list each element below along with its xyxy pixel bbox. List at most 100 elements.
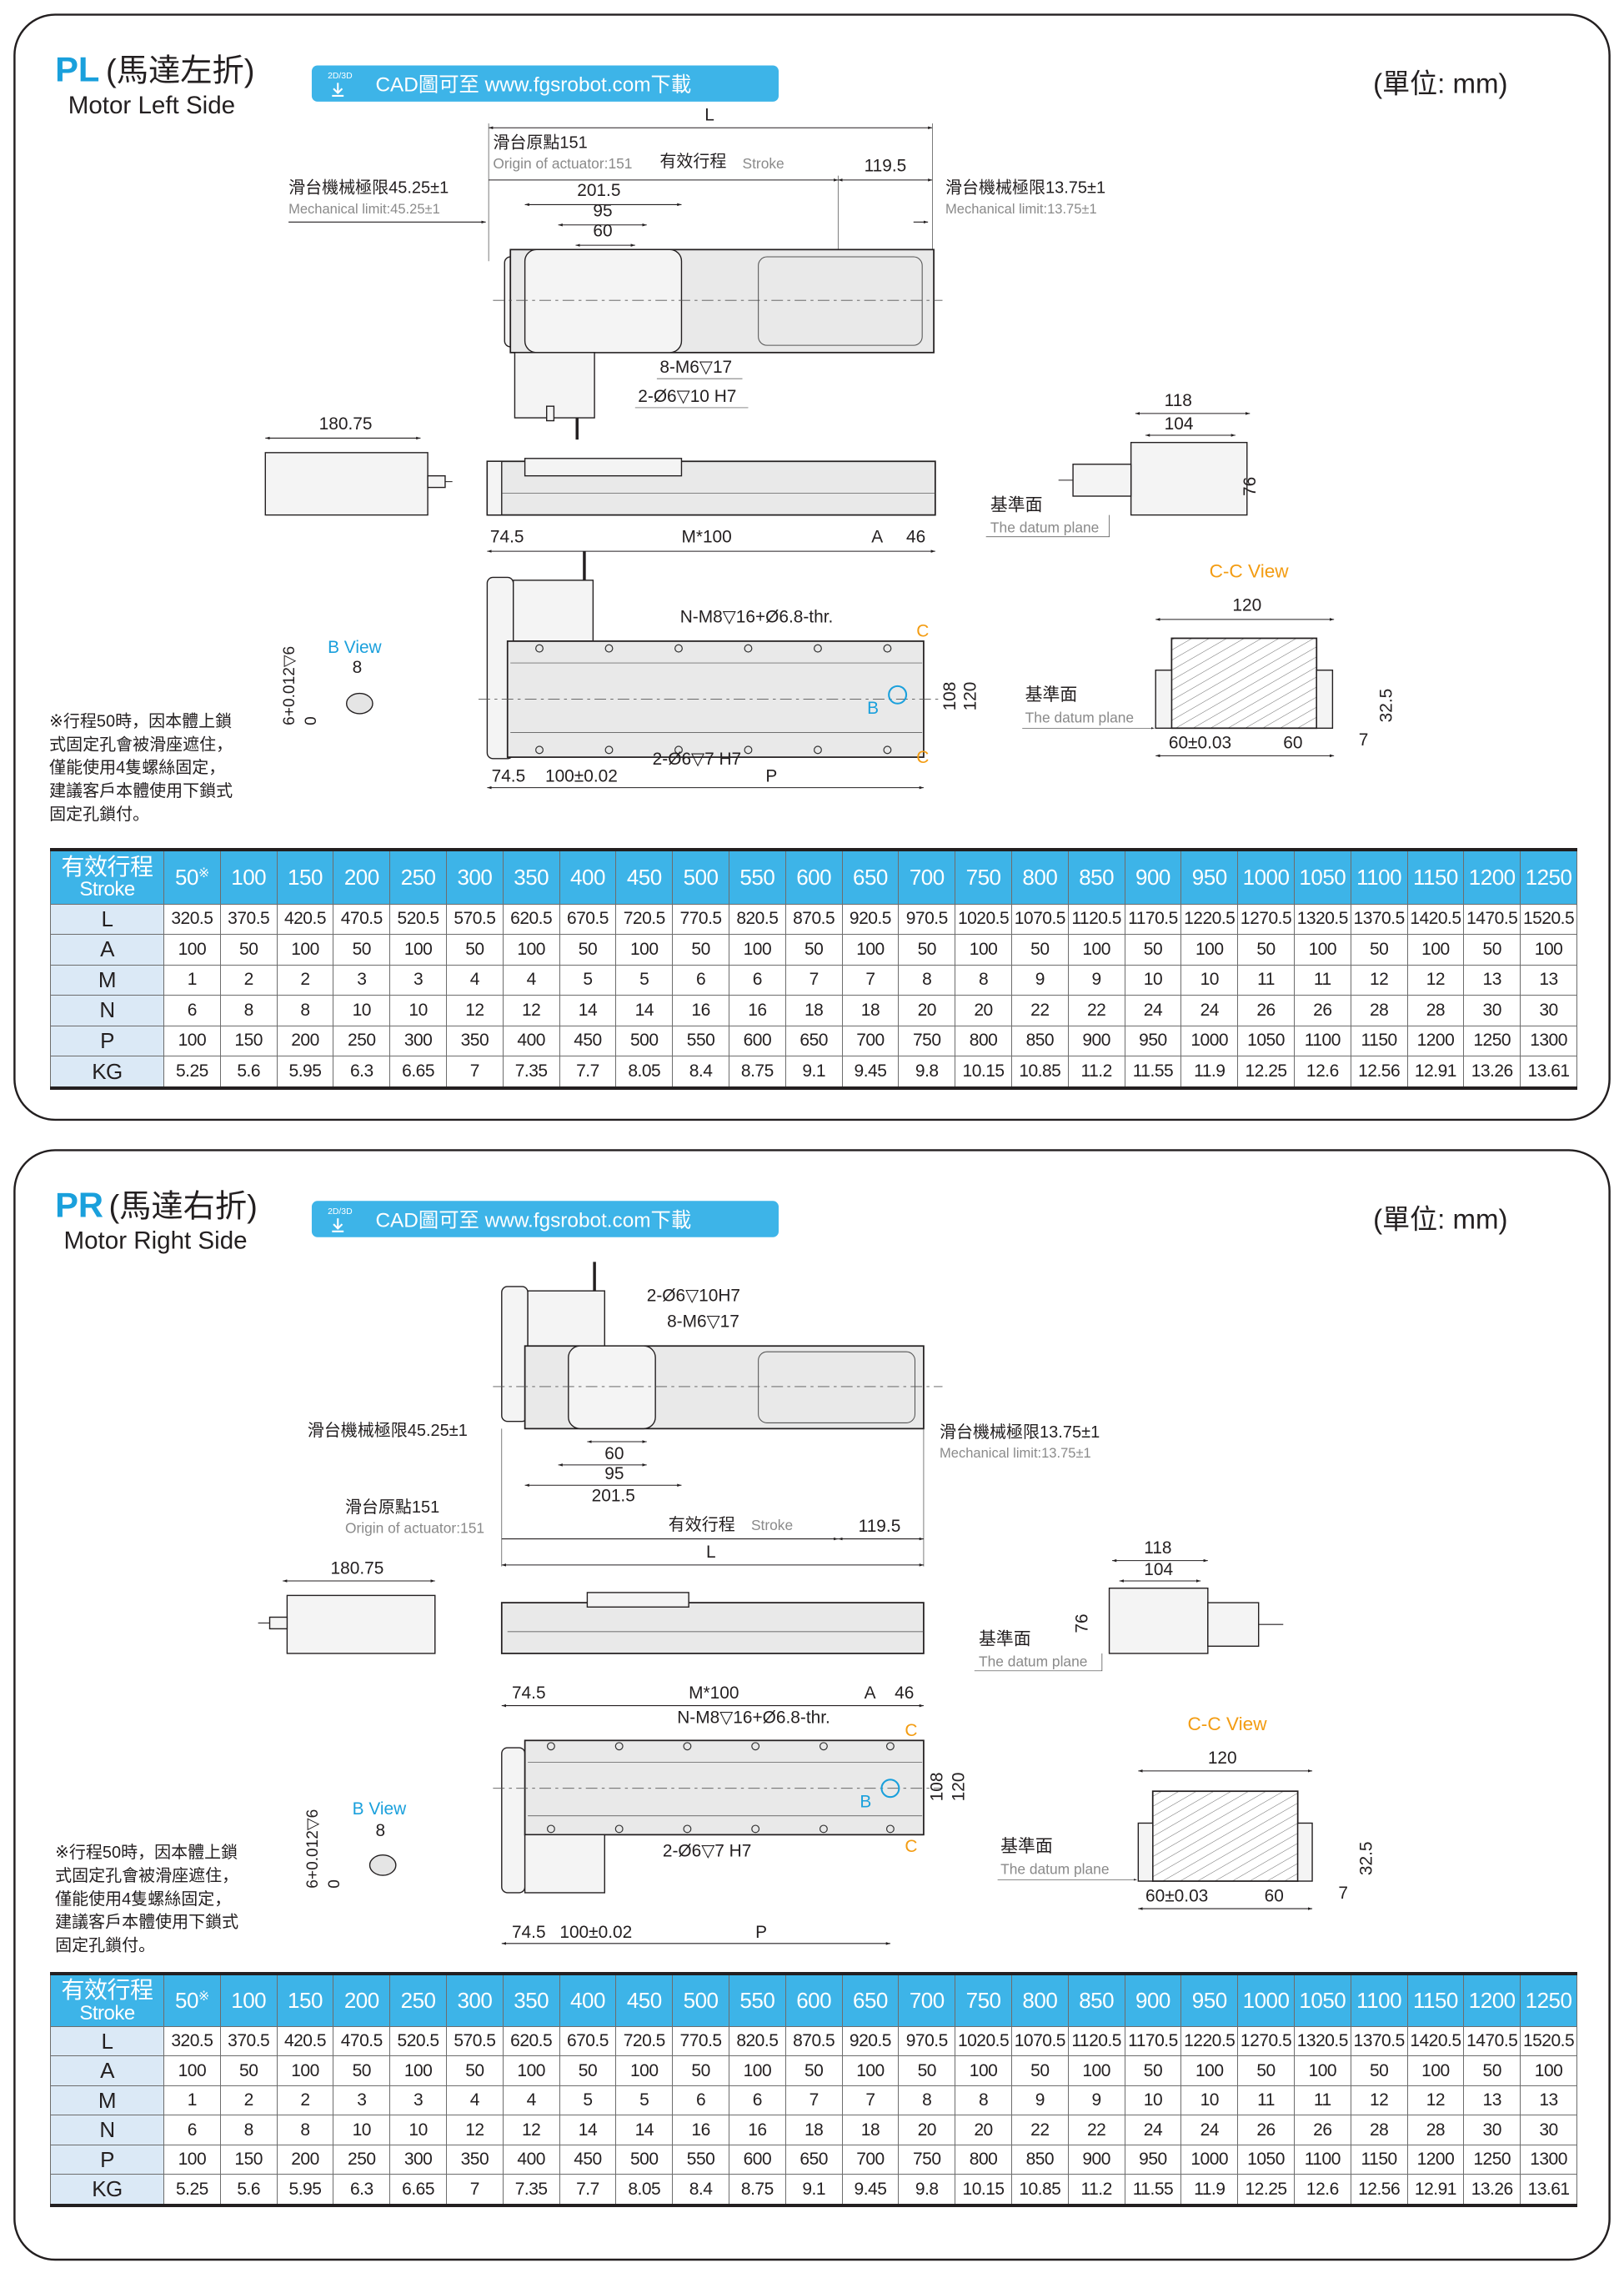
callout-pin-10: 2-Ø6▽10 H7 [638,387,736,406]
table-cell: 20 [955,2115,1012,2145]
mech-limit-left-en: Mechanical limit:45.25±1 [288,201,440,217]
table-cell: 6 [163,995,221,1026]
table-cell: 1100 [1293,2144,1351,2175]
dim-74-5-bottom: 74.5 [512,1923,546,1942]
note-line: 僅能使用4隻螺絲固定， [49,758,225,777]
table-cell: 1 [163,2085,221,2116]
table-cell: 100 [1067,934,1125,966]
table-cell: 100 [728,934,786,966]
table-cell: 13.26 [1463,2174,1521,2206]
datum-label-en: The datum plane [979,1653,1087,1670]
table-cell: 30 [1463,2115,1521,2145]
dim-104: 104 [1165,414,1194,434]
table-cell: 9 [1067,964,1125,996]
cad-badge: 2D/3D [328,1207,353,1217]
table-cell: 100 [1520,934,1577,966]
table-cell: 7.35 [502,2174,560,2206]
cc-dim-60: 60 [1265,1886,1284,1905]
table-cell: 420.5 [276,903,334,936]
dim-46: 46 [895,1683,914,1703]
unit-label: (單位: mm) [1373,68,1507,99]
callout-m6: 8-M6▽17 [667,1312,739,1332]
table-cell: 50 [898,934,956,966]
stroke-header-cell: 1150 [1406,1973,1465,2027]
table-cell: 50 [784,2055,843,2086]
table-cell: 1000 [1180,1025,1239,1057]
table-cell: 700 [841,1025,900,1057]
cc-dim-60-tol: 60±0.03 [1145,1886,1208,1905]
table-cell: 4 [445,964,504,996]
callout-pin-7: 2-Ø6▽7 H7 [663,1841,751,1860]
table-cell: 30 [1520,2115,1577,2145]
table-cell: 9.45 [841,2174,900,2206]
cc-section-drawing [1137,1790,1313,1882]
stroke-header-cell: 750 [955,849,1012,905]
table-cell: 2 [219,2085,278,2116]
table-cell: 8 [898,964,956,996]
dim-tolerance: 6+0.012▽6 [304,1809,322,1889]
table-cell: 16 [728,995,786,1026]
table-cell: 7 [445,1056,504,1089]
download-icon [332,83,344,98]
table-cell: 420.5 [276,2025,334,2057]
header-en: Stroke [79,878,135,901]
table-cell: 24 [1180,2115,1239,2145]
table-cell: 3 [333,964,391,996]
table-cell: 100 [955,2055,1012,2086]
table-cell: 4 [502,2085,560,2116]
table-cell: 250 [333,2144,391,2175]
stroke-header-cell: 950 [1180,849,1239,905]
table-cell: 50 [219,934,278,966]
table-cell: 770.5 [672,2025,729,2057]
note-line: 式固定孔會被滑座遮住， [55,1866,238,1885]
stroke-header-cell: 350 [502,1973,560,2027]
table-cell: 1420.5 [1406,2025,1465,2057]
stroke-header-cell: 650 [841,1973,900,2027]
table-cell: 50 [333,934,391,966]
stroke-header-cell: 1250 [1520,1973,1577,2027]
table-cell: 470.5 [333,903,391,936]
table-cell: 100 [1293,934,1351,966]
table-cell: 400 [502,1025,560,1057]
cc-datum-label-en: The datum plane [1025,709,1134,725]
table-cell: 50 [1237,934,1295,966]
table-cell: 9 [1010,964,1069,996]
cad-download-banner[interactable]: 2D/3D CAD圖可至 www.fgsrobot.com下載 [311,1201,779,1237]
table-cell: 3 [333,2085,391,2116]
b-view-title: B View [353,1799,407,1819]
b-view-marker: B [860,1792,871,1811]
stroke-header-cell: 50※ [163,849,221,905]
table-cell: 14 [559,995,617,1026]
download-icon [332,1218,344,1232]
table-cell: 4 [445,2085,504,2116]
table-cell: 26 [1237,2115,1295,2145]
dim-76: 76 [1072,1613,1091,1633]
table-cell: 1050 [1237,1025,1295,1057]
dim-m100: M*100 [689,1683,739,1703]
table-cell: 100 [1406,934,1465,966]
row-label: P [50,2144,164,2175]
stroke-header-cell: 750 [955,1973,1012,2027]
cad-download-banner[interactable]: 2D/3D CAD圖可至 www.fgsrobot.com下載 [311,65,779,102]
table-cell: 6 [672,2085,729,2116]
table-cell: 1150 [1350,2144,1408,2175]
table-cell: 22 [1067,2115,1125,2145]
stroke-header-cell: 1200 [1463,1973,1521,2027]
table-cell: 11 [1237,2085,1295,2116]
header-zh: 有效行程 [61,854,153,881]
callout-n-m8: N-M8▽16+Ø6.8-thr. [680,607,834,626]
stroke-header-cell: 400 [559,1973,617,2027]
table-cell: 620.5 [502,903,560,936]
dim-60: 60 [593,222,612,241]
origin-label: 滑台原點151 [493,133,587,153]
table-cell: 3 [389,964,447,996]
table-cell: 1250 [1463,2144,1521,2175]
table-cell: 50 [1124,2055,1182,2086]
table-cell: 22 [1010,995,1069,1026]
table-cell: 550 [672,1025,729,1057]
dim-120: 120 [961,682,980,711]
right-end-view [1108,1588,1284,1654]
table-cell: 1370.5 [1350,2025,1408,2057]
dim-74-5-bottom: 74.5 [492,767,526,786]
